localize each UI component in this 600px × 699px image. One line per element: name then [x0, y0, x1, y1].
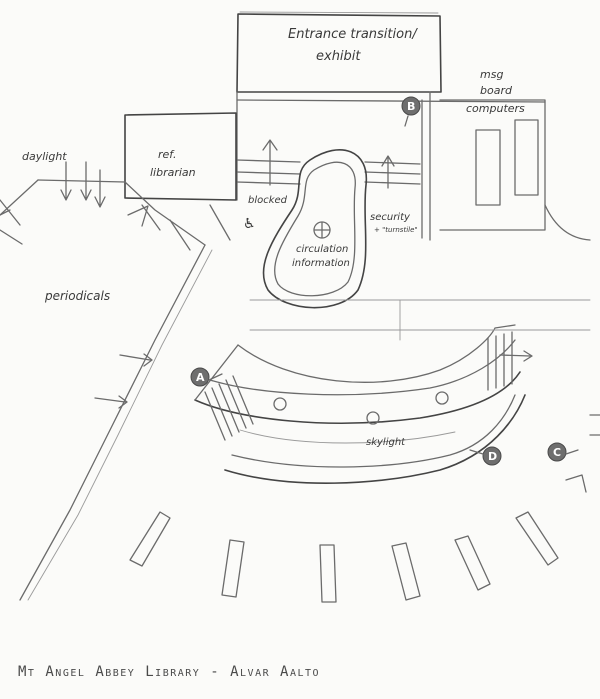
- computers-block: [439, 99, 591, 241]
- marker-d-text: D: [488, 450, 497, 463]
- daylight-arrows: [60, 161, 106, 208]
- circulation-label-line1: circulation: [296, 244, 348, 255]
- ref-label-line2: librarian: [150, 166, 196, 179]
- entrance-label-line2: exhibit: [316, 49, 361, 64]
- marker-b-text: B: [407, 100, 415, 113]
- marker-d: D: [469, 446, 502, 466]
- daylight-label: daylight: [22, 150, 67, 163]
- blocked-label: blocked: [248, 195, 288, 206]
- reading-carrels: [129, 414, 600, 603]
- wheelchair-icon: ♿: [243, 216, 256, 232]
- faint-grid: [249, 299, 591, 341]
- marker-a-text: A: [196, 371, 205, 384]
- ref-label-line1: ref.: [158, 148, 176, 161]
- turnstile-label: + "turnstile": [374, 226, 418, 234]
- board-label: board: [480, 84, 513, 97]
- drawing-caption: Mt Angel Abbey Library - Alvar Aalto: [18, 664, 321, 680]
- vestibule-walls: [236, 91, 546, 241]
- entry-arrows: [262, 139, 395, 189]
- marker-c: C: [547, 442, 579, 462]
- computers-label: computers: [466, 102, 525, 115]
- circulation-desk: [262, 149, 368, 309]
- ref-librarian-block: [124, 112, 237, 201]
- security-label: security: [370, 212, 411, 223]
- msg-label: msg: [480, 68, 503, 81]
- periodicals-arrows: [94, 353, 153, 409]
- curved-stair-band: [194, 324, 533, 484]
- entrance-label-line1: Entrance transition/: [288, 27, 418, 42]
- circulation-label-line2: information: [292, 258, 350, 269]
- skylight-label: skylight: [366, 437, 406, 448]
- periodicals-label: periodicals: [44, 289, 110, 303]
- periodicals-wall: [0, 179, 231, 601]
- marker-a: A: [190, 367, 223, 387]
- marker-b: B: [401, 96, 421, 127]
- entrance-box: [236, 11, 442, 93]
- marker-c-text: C: [553, 446, 561, 459]
